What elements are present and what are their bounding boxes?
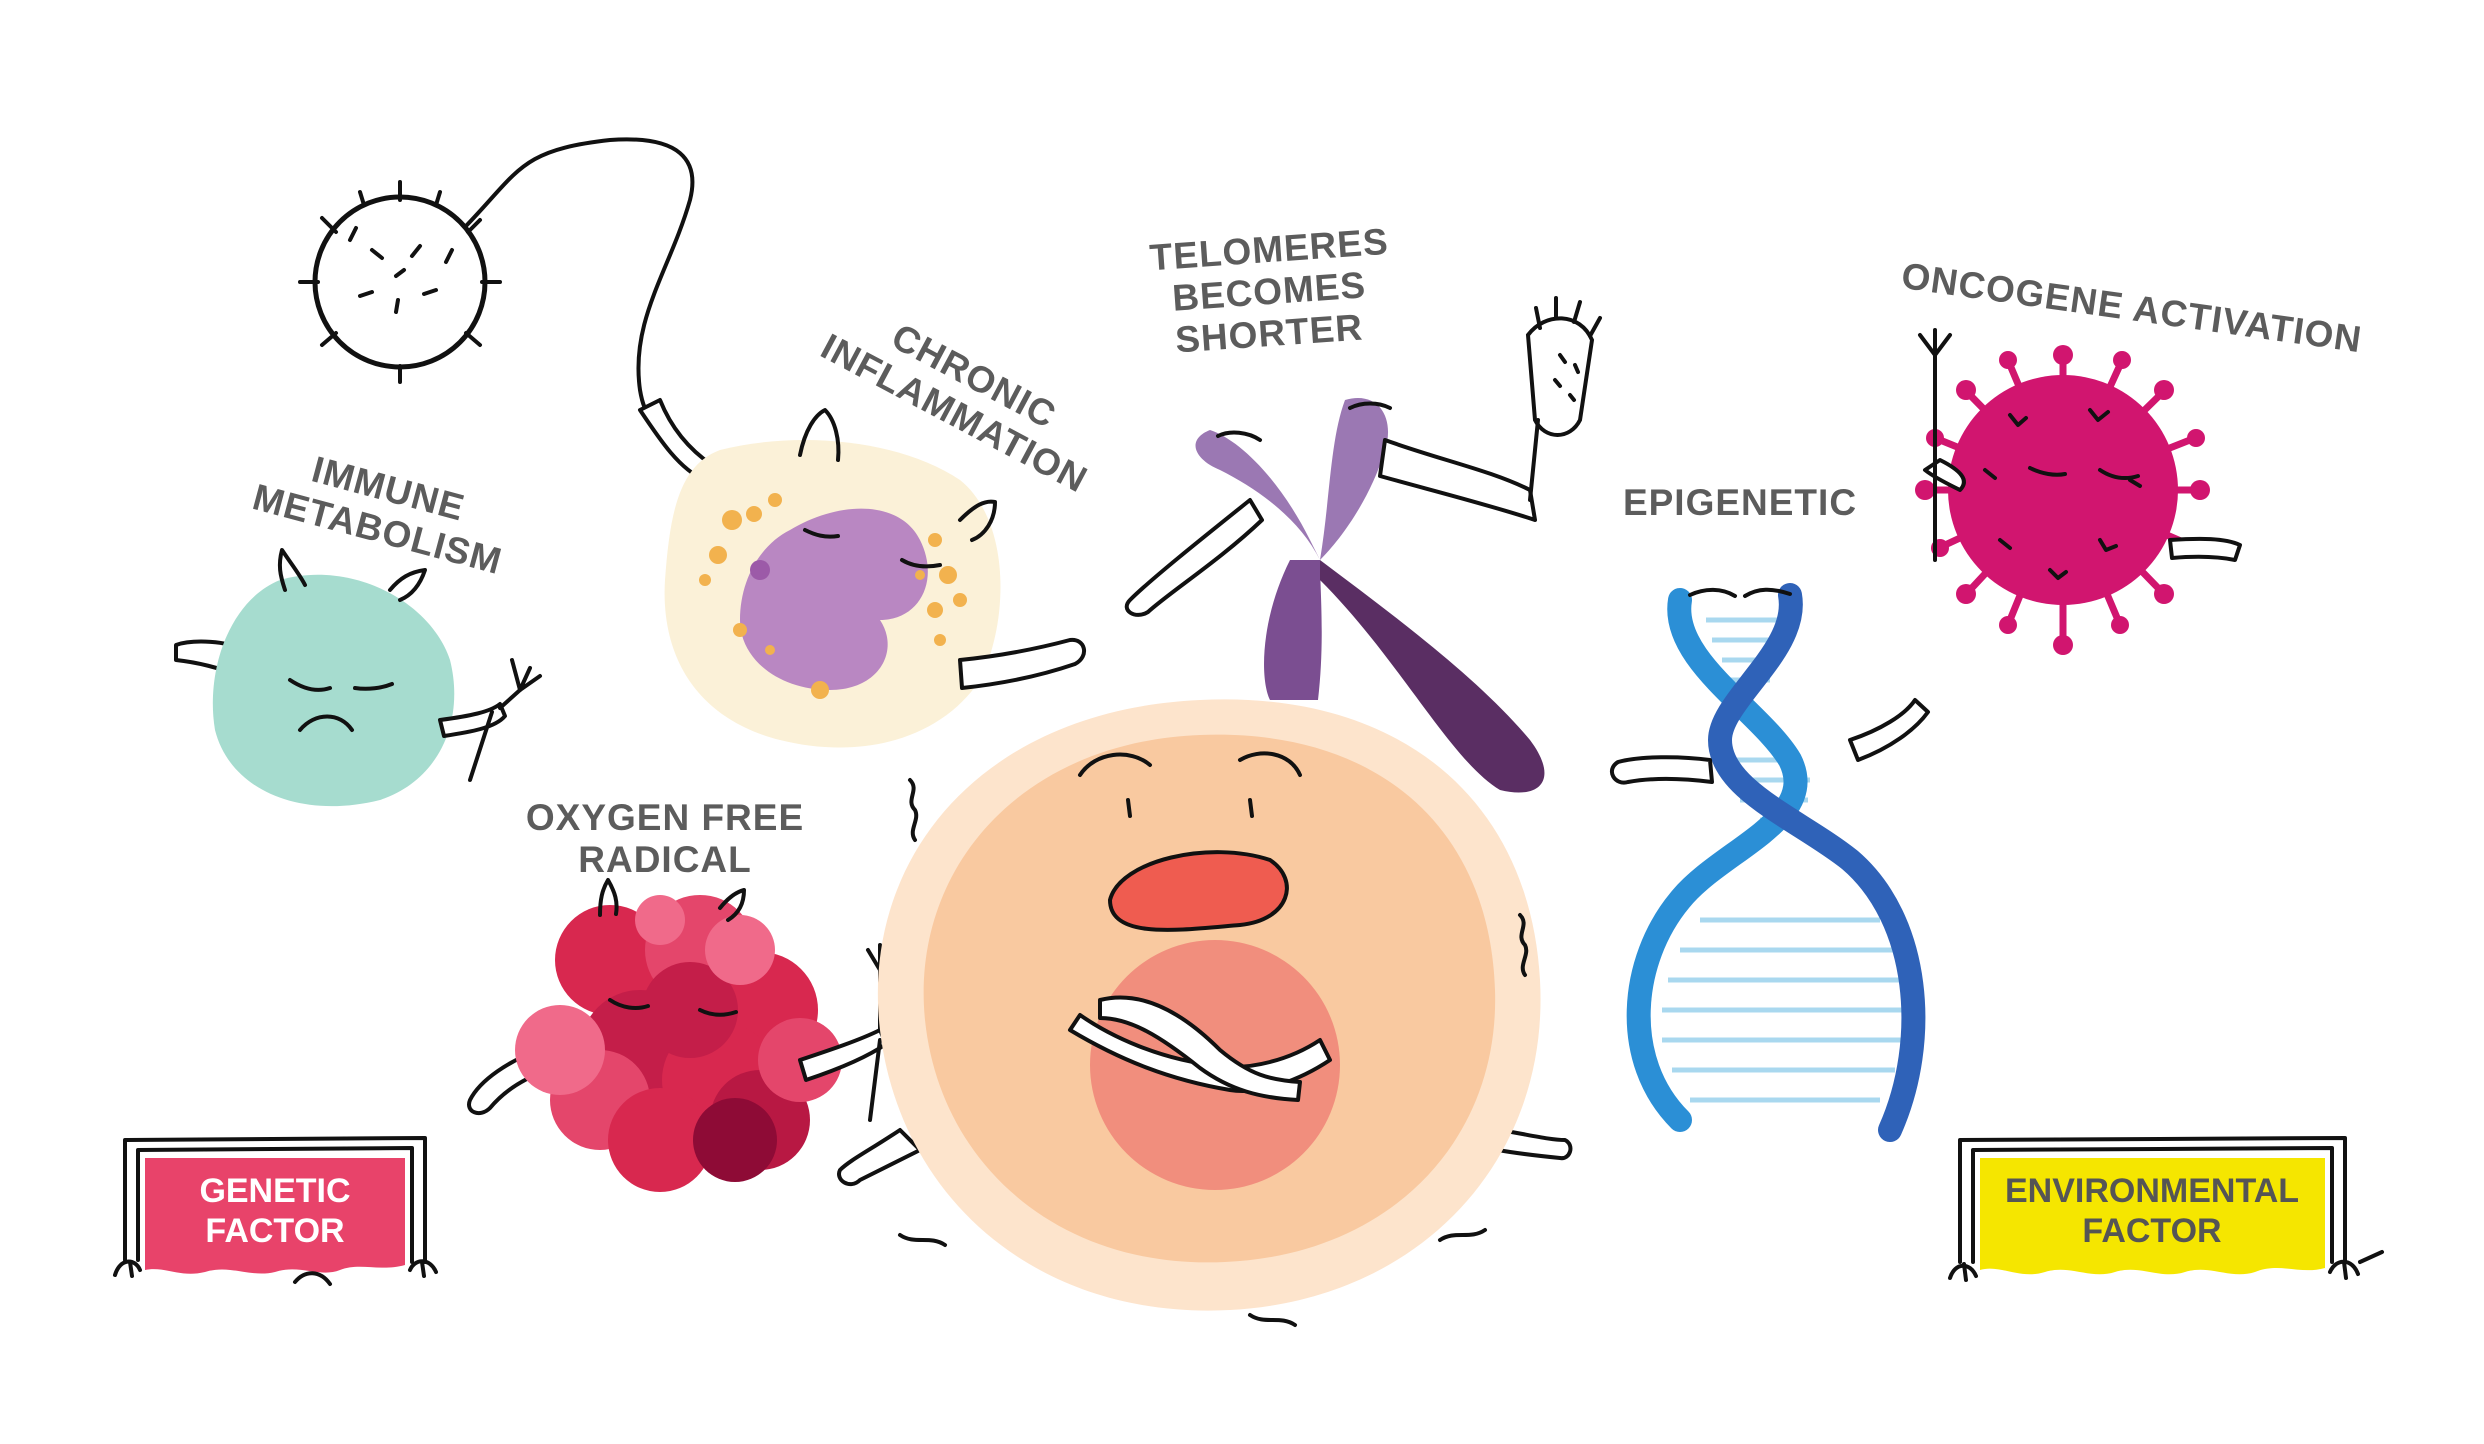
environmental-factor-line1: ENVIRONMENTAL: [2005, 1172, 2299, 1210]
oxygen-free-radical-label: OXYGEN FREE RADICAL: [526, 797, 804, 880]
immune-cell-character: [174, 548, 542, 807]
svg-text:OXYGEN FREE: OXYGEN FREE: [526, 797, 804, 838]
environmental-factor-line2: FACTOR: [2082, 1212, 2221, 1250]
free-radical-character: [467, 878, 894, 1192]
oncogene-virus-character: [1915, 328, 2242, 655]
epigenetic-label: EPIGENETIC: [1623, 482, 1857, 523]
svg-text:RADICAL: RADICAL: [578, 839, 751, 880]
chromosome-character: [1124, 296, 1602, 793]
oncogene-activation-label: ONCOGENE ACTIVATION: [1899, 255, 2365, 360]
telomeres-label: TELOMERES BECOMES SHORTER: [1148, 221, 1390, 361]
dna-helix-character: [1610, 583, 1930, 1142]
spiked-pathogen-icon: [298, 137, 695, 417]
genetic-factor-sign: GENETIC FACTOR: [113, 1136, 438, 1286]
central-cell-character: [837, 699, 1573, 1327]
inflammation-cell-character: [638, 398, 1086, 748]
environmental-factor-sign: ENVIRONMENTAL FACTOR: [1948, 1136, 2384, 1282]
genetic-factor-line1: GENETIC: [199, 1172, 350, 1210]
genetic-factor-line2: FACTOR: [205, 1212, 344, 1250]
